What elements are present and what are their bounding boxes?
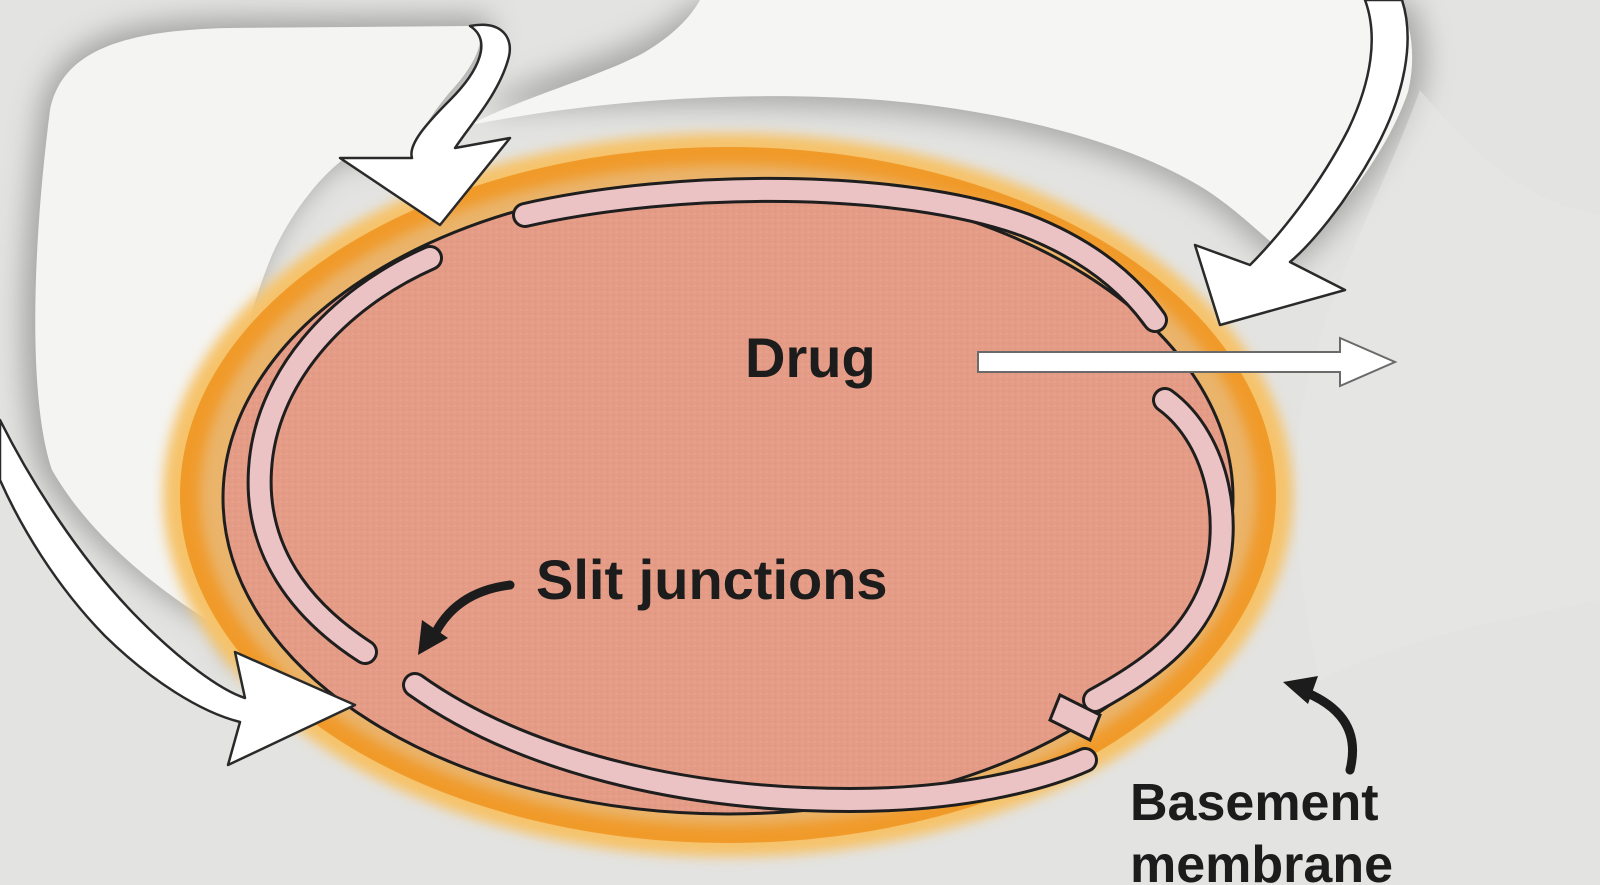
basement-label-line2: membrane	[1130, 834, 1393, 885]
basement-label-line1: Basement	[1130, 772, 1393, 834]
basement-membrane-label: Basement membrane	[1130, 772, 1393, 885]
slit-junctions-label: Slit junctions	[536, 552, 888, 608]
drug-label: Drug	[745, 330, 876, 386]
